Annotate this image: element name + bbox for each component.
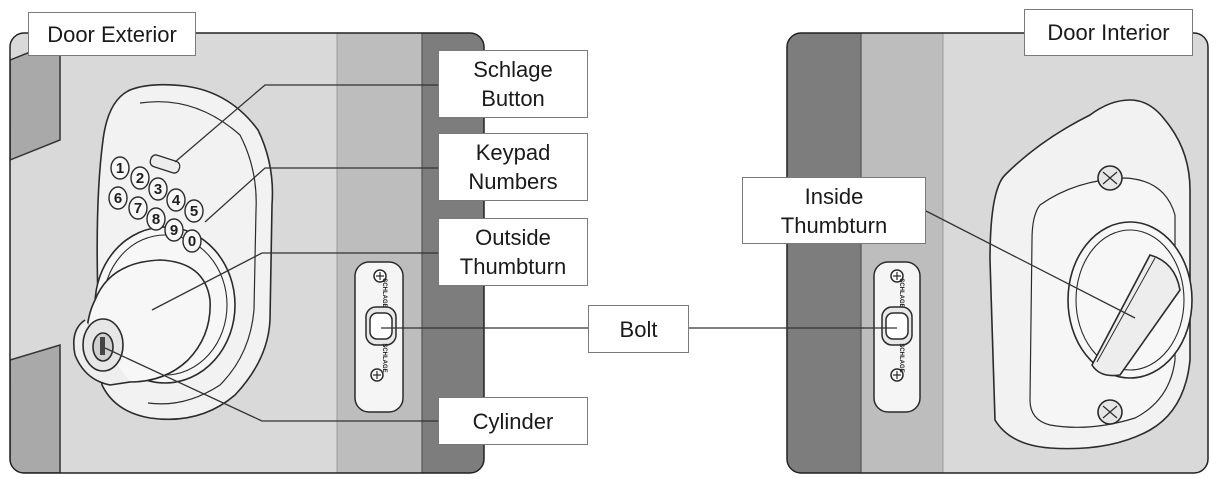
strike-brand-top: SCHLAGE [381,278,387,307]
keypad-key-6[interactable]: 6 [108,186,128,210]
schlage-button-label: Schlage Button [438,50,588,118]
inside-thumbturn-label: Inside Thumbturn [742,177,926,244]
keypad-key-label: 7 [134,200,142,217]
keypad-key-label: 1 [116,160,124,177]
keypad-numbers-label-line1: Keypad [475,140,551,165]
keypad-key-3[interactable]: 3 [148,177,168,201]
schlage-button-label-line2: Button [481,86,545,111]
keypad-key-4[interactable]: 4 [166,188,186,212]
keypad-numbers-label-line2: Numbers [468,169,558,194]
keypad-key-9[interactable]: 9 [164,218,184,242]
keypad-key-label: 4 [172,192,181,209]
door-exterior-title: Door Exterior [28,12,196,56]
outside-thumbturn-label-line1: Outside [475,225,551,250]
inside-thumbturn-label-line1: Inside [804,183,864,209]
inside-thumbturn-label-line2: Thumbturn [780,212,888,238]
keypad-key-0[interactable]: 0 [182,229,202,253]
keypad-numbers-label: Keypad Numbers [438,133,588,201]
outside-thumbturn-label-line2: Thumbturn [459,254,567,279]
outside-thumbturn-label: Outside Thumbturn [438,218,588,286]
leader-lines [104,84,1136,422]
keypad-key-2[interactable]: 2 [130,166,150,190]
interior-panel: SCHLAGE SCHLAGE [786,32,1209,474]
leader-keypad-numbers [204,167,438,223]
door-exterior-title-text: Door Exterior [47,21,177,47]
exterior-strike-plate: SCHLAGE SCHLAGE [354,261,404,413]
strike-brand-bottom: SCHLAGE [381,343,387,372]
frame-trim-bottom [10,343,61,473]
leader-schlage-button [174,84,438,163]
keypad-key-label: 6 [114,190,122,207]
keypad-key-label: 8 [152,211,160,228]
cylinder-label-text: Cylinder [472,408,554,434]
keypad-key-label: 5 [190,203,198,220]
bolt-label: Bolt [588,305,689,353]
leader-outside-thumbturn [151,252,438,311]
schlage-button[interactable] [149,154,181,175]
schlage-button-label-line1: Schlage [473,57,553,82]
keypad-key-8[interactable]: 8 [146,207,166,231]
leader-cylinder [104,347,438,422]
keypad-key-1[interactable]: 1 [110,156,130,180]
interior-strike-plate: SCHLAGE SCHLAGE [873,261,921,413]
keypad-key-label: 0 [188,233,196,250]
door-interior-title: Door Interior [1024,9,1193,56]
keypad-key-label: 3 [154,181,162,198]
keypad-key-5[interactable]: 5 [184,199,204,223]
inside-thumbturn[interactable] [1091,254,1181,377]
keypad-key-label: 2 [136,170,144,187]
frame-trim-top [10,38,61,162]
interior-strike-brand-top: SCHLAGE [898,278,904,307]
door-interior-title-text: Door Interior [1047,20,1170,45]
keypad-key-label: 9 [170,222,178,239]
exterior-escutcheon [72,83,274,421]
cylinder-label: Cylinder [438,397,588,445]
leader-inside-thumbturn [925,210,1136,319]
interior-door-edge-dark [787,33,861,473]
keypad-key-7[interactable]: 7 [128,196,148,220]
bolt-label-text: Bolt [619,316,658,342]
interior-strike-brand-bottom: SCHLAGE [898,343,904,372]
